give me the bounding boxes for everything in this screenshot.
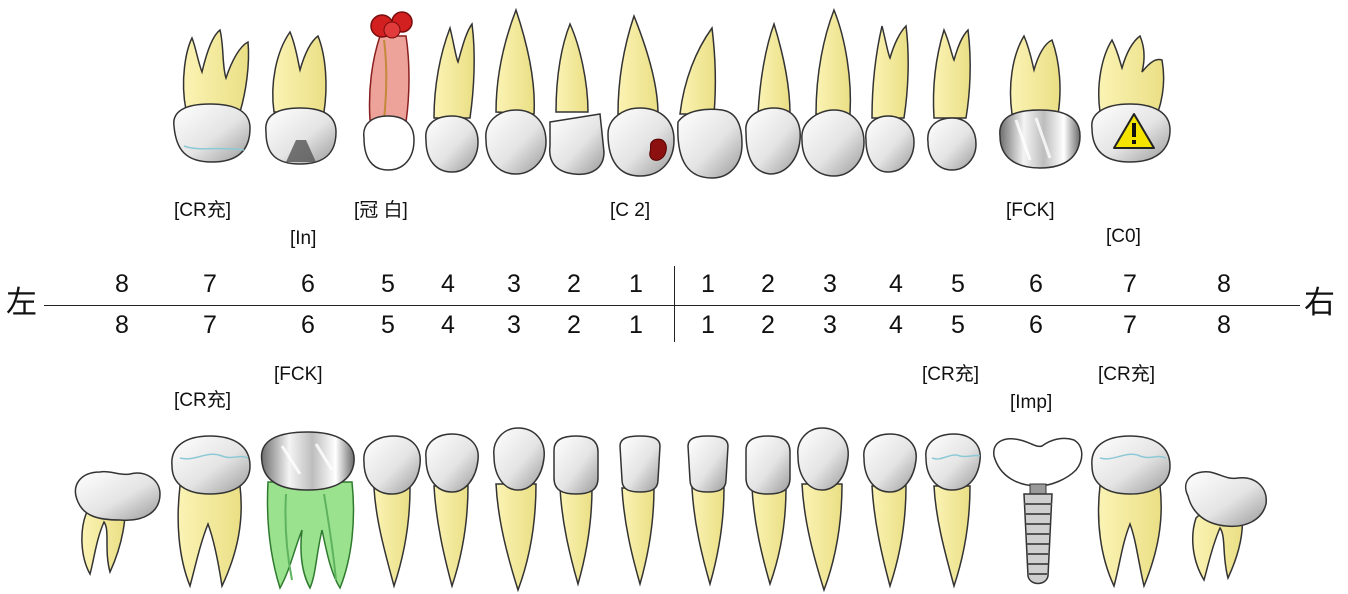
lower-number: 6 — [288, 311, 328, 339]
upper-number: 2 — [748, 270, 788, 298]
lower-tooth-3-right[interactable] — [798, 428, 848, 590]
upper-tooth-2-right[interactable] — [802, 10, 864, 176]
right-side-label: 右 — [1304, 286, 1335, 320]
annotation-lower-7-left: [CR充] — [174, 390, 231, 412]
annotation-upper-6-left: [In] — [290, 228, 316, 250]
lower-number: 5 — [938, 311, 978, 339]
lower-tooth-1-right[interactable] — [688, 436, 728, 584]
lower-number: 6 — [1016, 311, 1056, 339]
upper-number: 1 — [616, 270, 656, 298]
annotation-upper-7-left: [CR充] — [174, 200, 231, 222]
midline-horizontal — [44, 305, 1300, 306]
upper-number: 4 — [428, 270, 468, 298]
upper-tooth-6-right[interactable] — [1000, 36, 1080, 168]
annotation-lower-5-right: [CR充] — [922, 364, 979, 386]
lower-number: 2 — [748, 311, 788, 339]
upper-number: 5 — [368, 270, 408, 298]
lower-number: 3 — [494, 311, 534, 339]
lower-tooth-7-left[interactable] — [172, 436, 250, 586]
upper-tooth-5-left[interactable] — [426, 24, 478, 172]
lower-number: 8 — [1204, 311, 1244, 339]
upper-number: 3 — [494, 270, 534, 298]
upper-tooth-4-left[interactable] — [486, 10, 546, 174]
upper-number: 5 — [938, 270, 978, 298]
left-side-label: 左 — [6, 286, 37, 320]
midline-vertical — [674, 266, 675, 342]
upper-number: 7 — [190, 270, 230, 298]
annotation-lower-6-right: [Imp] — [1010, 392, 1052, 414]
upper-number: 8 — [1204, 270, 1244, 298]
annotation-lower-6-left: [FCK] — [274, 364, 323, 386]
upper-tooth-6-left[interactable] — [364, 12, 414, 170]
annotation-upper-6-right: [FCK] — [1006, 200, 1055, 222]
lower-tooth-6-left[interactable] — [261, 432, 354, 588]
lower-tooth-2-left[interactable] — [554, 436, 598, 584]
lower-tooth-4-left[interactable] — [426, 434, 478, 586]
upper-tooth-3-right[interactable] — [866, 26, 914, 172]
lower-tooth-7-right[interactable] — [1092, 436, 1170, 586]
upper-tooth-7-left[interactable] — [266, 32, 336, 164]
lower-tooth-5-right[interactable] — [926, 434, 980, 586]
upper-tooth-1-left[interactable] — [678, 28, 742, 178]
upper-number: 1 — [688, 270, 728, 298]
upper-number: 6 — [1016, 270, 1056, 298]
lower-tooth-4-right[interactable] — [864, 434, 916, 586]
lower-number: 7 — [1110, 311, 1150, 339]
lower-number: 5 — [368, 311, 408, 339]
upper-tooth-1-right[interactable] — [746, 24, 800, 174]
lower-number: 3 — [810, 311, 850, 339]
upper-number: 2 — [554, 270, 594, 298]
upper-tooth-3-left[interactable] — [550, 24, 604, 174]
annotation-upper-5-left: [冠 白] — [354, 200, 408, 222]
lower-tooth-8-right[interactable] — [1186, 472, 1267, 580]
upper-number: 8 — [102, 270, 142, 298]
lower-number: 2 — [554, 311, 594, 339]
upper-tooth-4-right[interactable] — [928, 30, 976, 170]
upper-tooth-8-left[interactable] — [174, 30, 250, 162]
annotation-lower-7-right: [CR充] — [1098, 364, 1155, 386]
lower-number: 1 — [688, 311, 728, 339]
upper-tooth-2-left[interactable] — [608, 16, 674, 176]
lower-tooth-5-left[interactable] — [364, 436, 420, 586]
lower-number: 4 — [876, 311, 916, 339]
lower-tooth-2-right[interactable] — [746, 436, 790, 584]
lower-tooth-1-left[interactable] — [620, 436, 660, 584]
lower-tooth-6-right[interactable] — [994, 438, 1082, 583]
lower-number: 4 — [428, 311, 468, 339]
lower-tooth-8-left[interactable] — [75, 472, 160, 574]
lower-tooth-3-left[interactable] — [494, 428, 544, 590]
lower-number: 8 — [102, 311, 142, 339]
annotation-upper-7-right: [C0] — [1106, 226, 1141, 248]
upper-number: 6 — [288, 270, 328, 298]
upper-number: 7 — [1110, 270, 1150, 298]
lower-number: 7 — [190, 311, 230, 339]
annotation-upper-1-left: [C 2] — [610, 200, 650, 222]
lower-number: 1 — [616, 311, 656, 339]
upper-number: 3 — [810, 270, 850, 298]
upper-number: 4 — [876, 270, 916, 298]
